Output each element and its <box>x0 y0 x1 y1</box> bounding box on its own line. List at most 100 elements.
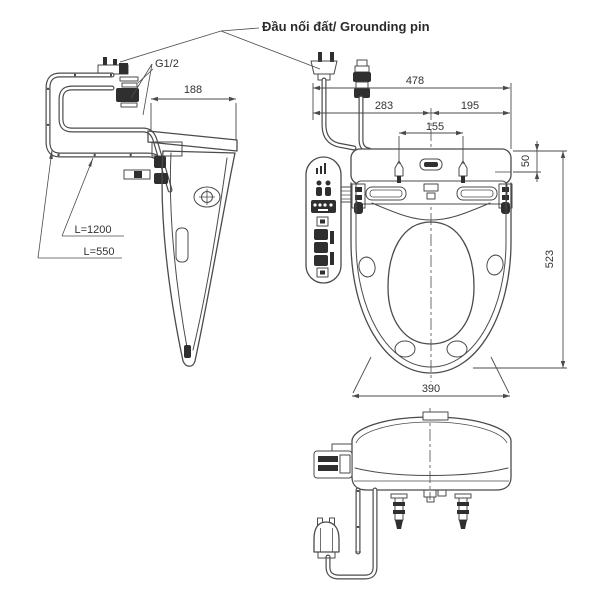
water-supply-valve <box>353 59 372 153</box>
leader-line <box>220 30 321 70</box>
box-joint <box>339 454 351 474</box>
valve-ring <box>354 65 370 73</box>
dim-label-478: 478 <box>406 75 424 87</box>
leader-line <box>37 149 53 259</box>
level-bar <box>320 166 322 174</box>
hinge-cross <box>199 189 215 205</box>
arrowhead <box>503 393 510 399</box>
hose-length-callouts: L=1200 L=550 <box>37 149 124 259</box>
figure-body <box>325 187 331 196</box>
bolt-stem <box>397 176 401 183</box>
panel-buttons <box>314 216 334 278</box>
hinge-slot <box>456 186 498 201</box>
plug-head <box>310 60 338 75</box>
nozzle-band <box>393 510 405 514</box>
arrowhead <box>151 96 158 102</box>
seat-bumper <box>446 340 468 358</box>
seat-outer-edge <box>350 182 512 374</box>
power-plug <box>313 517 340 559</box>
panel-button-center <box>320 270 325 275</box>
valve-cap <box>356 59 368 67</box>
arrowhead <box>432 110 439 116</box>
cord-core <box>326 488 377 579</box>
plug-prong <box>330 52 334 62</box>
bumper <box>184 345 191 358</box>
side-view: G1/2 <box>37 57 238 367</box>
supply-hoses <box>45 72 173 193</box>
seat-bumper <box>394 340 416 358</box>
cap-detail <box>355 187 362 192</box>
drain-hose <box>355 487 361 555</box>
nozzle-band <box>134 171 142 178</box>
dimension-50: 50 <box>513 141 541 182</box>
arrowhead <box>503 85 510 91</box>
seat-inner-edge <box>355 182 507 368</box>
water-nozzle-right <box>454 493 472 529</box>
body-inner-curve <box>169 152 189 354</box>
hinge-strip <box>351 180 513 214</box>
side-grounding-terminal <box>97 57 129 75</box>
dimension-478: 478 <box>312 75 512 149</box>
hose-short-core <box>59 86 163 162</box>
mechanism-block <box>151 141 183 157</box>
grounding-plug <box>310 52 357 151</box>
panel-button <box>316 267 329 278</box>
nozzle-band <box>457 510 469 514</box>
nozzle-stem <box>458 497 468 521</box>
cap-detail <box>355 195 362 200</box>
side-connector-box <box>313 443 353 479</box>
lid-front-edge <box>371 202 491 221</box>
plug-prong <box>318 52 322 62</box>
indicator-dot <box>329 203 333 207</box>
hinge-slot-inner <box>460 189 494 198</box>
seat-plan <box>350 182 512 374</box>
funnel-line <box>130 63 153 99</box>
power-cord <box>325 487 378 580</box>
hinge-center-block <box>426 192 436 200</box>
arm-outline <box>340 186 353 203</box>
nozzle-stem <box>394 497 404 521</box>
figure-body <box>316 187 322 196</box>
dim-label-155: 155 <box>426 121 444 133</box>
band <box>311 200 336 213</box>
thread-ring <box>119 76 139 82</box>
terminal-pin <box>103 57 107 65</box>
arrowhead <box>313 85 320 91</box>
extension-line <box>352 356 510 394</box>
dim-label-50: 50 <box>520 155 532 167</box>
grounding-pin-annotation: Đầu nối đất/ Grounding pin <box>119 19 430 70</box>
mounting-bolt-left <box>394 160 404 183</box>
label-backing <box>416 382 446 394</box>
figure-head <box>325 180 331 186</box>
hinge-slot-inner <box>369 189 403 198</box>
indicator-dash <box>318 209 328 211</box>
arm-lines <box>341 190 352 200</box>
arrowhead <box>456 130 463 136</box>
valve-body <box>116 88 139 102</box>
lid-inner-curve <box>192 157 228 351</box>
top-view: 478 283 195 155 50 <box>305 52 567 399</box>
funnel-line <box>142 63 153 116</box>
valve-nut <box>354 88 370 98</box>
seat-lip-curve <box>354 467 509 476</box>
arrowhead <box>313 110 320 116</box>
extension-line <box>473 150 567 369</box>
thread-ring <box>120 102 138 108</box>
panel-button-center <box>320 219 325 224</box>
nozzle-tip <box>395 520 403 529</box>
dim-label-390: 390 <box>422 383 440 395</box>
level-bar <box>324 163 326 174</box>
panel-button <box>314 242 328 253</box>
damper-pocket <box>175 227 189 263</box>
panel-button <box>314 255 328 266</box>
top-notch <box>422 411 449 421</box>
extension-line <box>398 136 464 164</box>
thread-ring <box>121 82 138 88</box>
water-nozzle-left <box>390 493 408 529</box>
indicator-band <box>311 200 336 213</box>
bolt-stem <box>461 176 465 183</box>
dim-label-188: 188 <box>184 84 202 96</box>
water-inlet-fitting <box>116 63 153 116</box>
